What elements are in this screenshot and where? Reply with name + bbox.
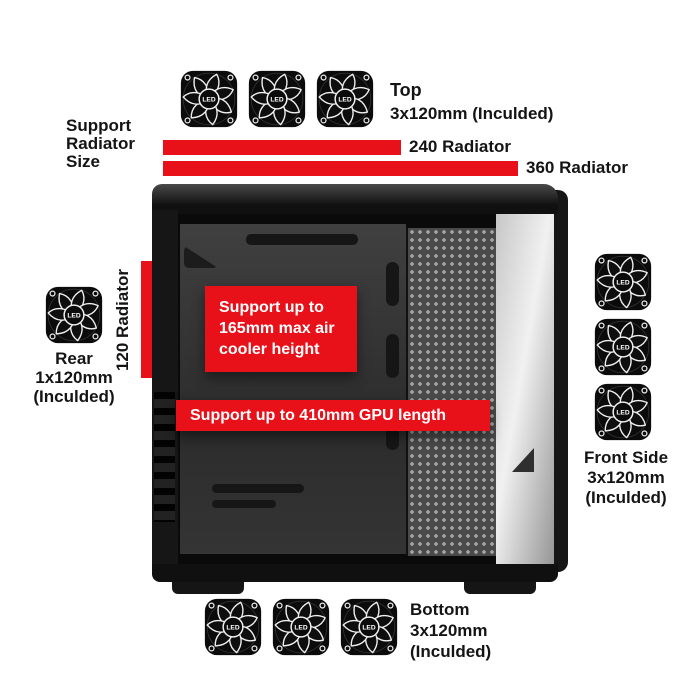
- front-spec-line2: (Inculded): [585, 488, 667, 507]
- fan-icon-front-3: [594, 383, 652, 441]
- radiator-label-line2: Radiator: [66, 134, 135, 153]
- front-annotation: Front Side 3x120mm (Inculded): [560, 448, 692, 508]
- radiator-label-line1: Support: [66, 116, 132, 135]
- rear-spec-line2: (Inculded): [33, 387, 115, 406]
- fan-icon-rear: [45, 286, 103, 344]
- psu-slot-cutout-2: [212, 500, 276, 508]
- case-glass-panel: [496, 192, 558, 570]
- radiator-360-row: 360 Radiator: [163, 158, 628, 178]
- cooler-height-line3: cooler height: [219, 341, 320, 358]
- rear-title: Rear: [55, 349, 93, 368]
- gpu-length-overlay: Support up to 410mm GPU length: [176, 400, 490, 431]
- rear-vent-slats: [154, 392, 175, 522]
- case-foot-left: [172, 582, 244, 594]
- bottom-annotation: Bottom 3x120mm (Inculded): [410, 599, 491, 662]
- tray-top-slot-cutout: [246, 234, 358, 245]
- fan-icon-top-3: [316, 70, 374, 128]
- cooler-height-overlay: Support up to 165mm max air cooler heigh…: [205, 286, 357, 372]
- bottom-spec-line1: 3x120mm: [410, 621, 488, 640]
- case-foot-right: [464, 582, 536, 594]
- case-motherboard-tray: [180, 224, 406, 554]
- radiator-240-label: 240 Radiator: [409, 137, 512, 156]
- case-top-panel: [152, 184, 558, 214]
- psu-slot-cutout-1: [212, 484, 304, 493]
- pc-case-illustration: [148, 184, 570, 594]
- glass-corner-accent: [512, 448, 534, 472]
- case-bottom-panel: [152, 564, 558, 582]
- radiator-360-label: 360 Radiator: [526, 158, 629, 177]
- radiator-120-bar: [141, 261, 155, 378]
- gpu-length-label: Support up to 410mm GPU length: [190, 406, 447, 424]
- fan-icon-top-1: [180, 70, 238, 128]
- radiator-360-bar: [163, 160, 518, 176]
- case-front-pillar: [554, 190, 568, 572]
- fan-icon-front-2: [594, 318, 652, 376]
- fan-icon-front-1: [594, 253, 652, 311]
- rear-spec-line1: 1x120mm: [35, 368, 113, 387]
- case-mesh-panel: [406, 228, 498, 556]
- top-annotation: Top 3x120mm (Inculded): [390, 79, 553, 125]
- fan-icon-bottom-3: [340, 598, 398, 656]
- radiator-label-line3: Size: [66, 152, 101, 171]
- fan-icon-top-2: [248, 70, 306, 128]
- bottom-title: Bottom: [410, 600, 470, 619]
- cable-grommet-2: [386, 334, 399, 378]
- rear-annotation: Rear 1x120mm (Inculded): [0, 349, 148, 406]
- radiator-240-row: 240 Radiator: [163, 137, 511, 157]
- cooler-height-line2: 165mm max air: [219, 320, 335, 337]
- front-title: Front Side: [583, 448, 669, 467]
- radiator-240-bar: [163, 139, 401, 155]
- cable-grommet-1: [386, 262, 399, 306]
- front-spec-line1: 3x120mm: [587, 468, 665, 487]
- top-spec: 3x120mm (Inculded): [390, 104, 554, 123]
- cooler-height-line1: Support up to: [219, 299, 324, 316]
- top-title: Top: [390, 80, 422, 100]
- radiator-size-label: Support Radiator Size: [66, 117, 135, 171]
- fan-icon-bottom-2: [272, 598, 330, 656]
- bottom-spec-line2: (Inculded): [410, 642, 492, 661]
- fan-icon-bottom-1: [204, 598, 262, 656]
